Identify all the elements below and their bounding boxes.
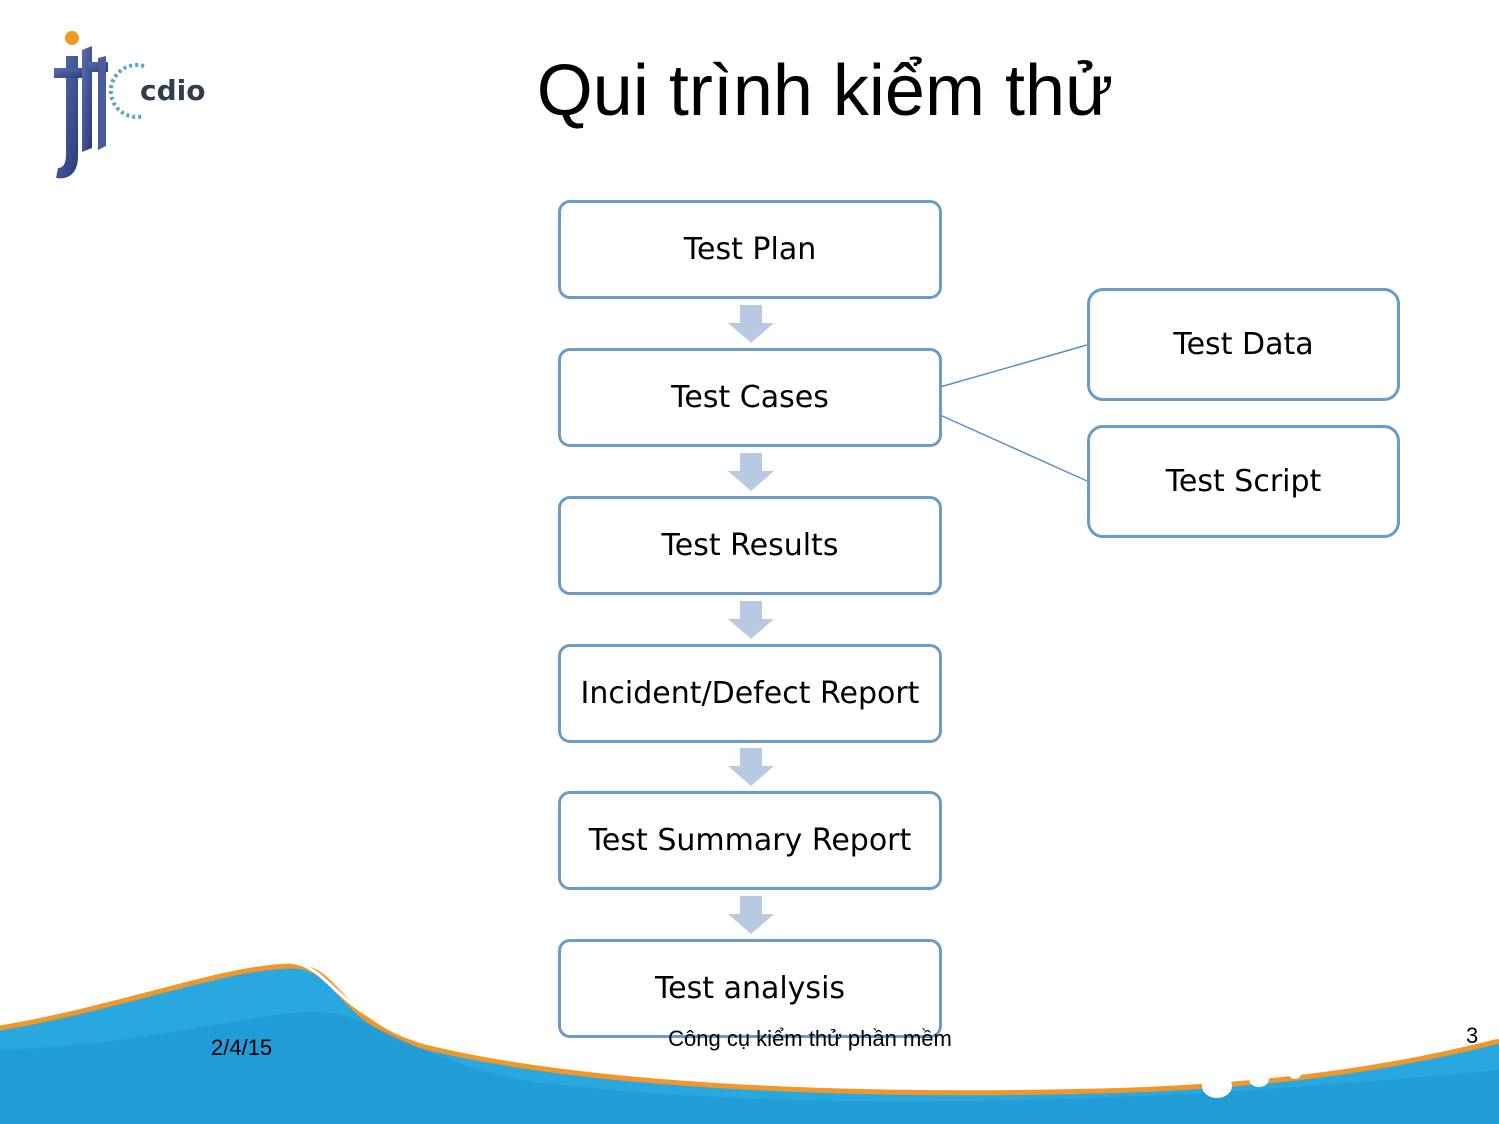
down-arrow-icon [728,453,774,491]
branch-label: Test Data [1173,327,1314,362]
branch-test-data: Test Data [1087,288,1400,401]
step-test-plan: Test Plan [558,200,942,299]
step-label: Incident/Defect Report [580,676,920,711]
footer-wave [0,960,1499,1124]
connector-test-script [939,414,1088,482]
step-test-cases: Test Cases [558,348,942,447]
branch-test-script: Test Script [1087,425,1400,538]
logo-text: cdio [140,74,205,107]
slide-title: Qui trình kiểm thử [536,51,1114,131]
step-label: Test analysis [654,971,846,1006]
step-incident-defect-report: Incident/Defect Report [558,644,942,743]
step-label: Test Cases [671,380,829,415]
branch-label: Test Script [1165,464,1322,499]
step-label: Test Summary Report [588,823,912,858]
step-test-analysis: Test analysis [558,939,942,1038]
page-number: 3 [1466,1023,1479,1048]
down-arrow-icon [728,601,774,639]
footer-date: 2/4/15 [211,1035,273,1060]
step-test-results: Test Results [558,496,942,595]
step-label: Test Results [661,528,839,563]
footer-title: Công cụ kiểm thử phần mềm [668,1026,952,1051]
down-arrow-icon [728,896,774,934]
connector-test-data [939,344,1088,388]
down-arrow-icon [728,748,774,786]
fit-cdio-logo: cdio [54,31,205,179]
step-label: Test Plan [683,232,817,267]
step-test-summary-report: Test Summary Report [558,791,942,890]
down-arrow-icon [728,305,774,343]
